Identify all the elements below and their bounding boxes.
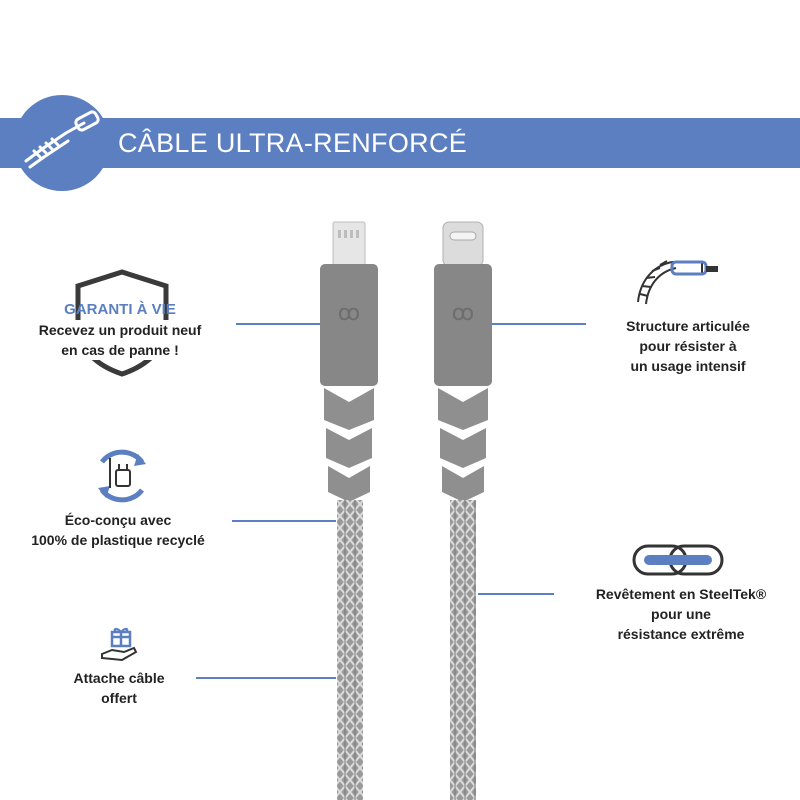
articulated-cable-icon <box>637 260 718 305</box>
leader-line-guarantee <box>236 323 320 325</box>
header-banner: CÂBLE ULTRA-RENFORCÉ <box>0 118 800 168</box>
usb-c-cable: ꝏ <box>434 221 492 800</box>
feature-gift-line-1: Attache câble <box>73 670 165 686</box>
page-title: CÂBLE ULTRA-RENFORCÉ <box>118 128 468 158</box>
lightning-connector <box>332 221 366 267</box>
feature-guarantee-line-2: en cas de panne ! <box>61 340 179 360</box>
recycle-charger-icon <box>98 449 146 503</box>
feature-eco-line-2: 100% de plastique recyclé <box>31 532 205 548</box>
lightning-strain-relief <box>324 388 374 502</box>
leader-line-articulated <box>492 323 586 325</box>
header-badge <box>14 95 110 191</box>
usb-c-braid <box>450 500 476 800</box>
leader-line-gift <box>196 677 336 679</box>
cable-coil-icon <box>24 110 100 169</box>
feature-steeltek-line-3: résistance extrême <box>617 626 745 642</box>
brand-logo-right: ꝏ <box>452 301 474 326</box>
lightning-housing <box>320 264 378 386</box>
feature-articulated-line-2: pour résister à <box>639 338 737 354</box>
feature-articulated-line-3: un usage intensif <box>630 358 746 374</box>
feature-steeltek: Revêtement en SteelTek® pour une résista… <box>568 584 794 644</box>
feature-articulated: Structure articulée pour résister à un u… <box>590 316 786 376</box>
feature-gift: Attache câble offert <box>44 668 194 708</box>
feature-guarantee-line-1: Recevez un produit neuf <box>12 320 228 340</box>
usb-c-connector <box>442 221 484 267</box>
lightning-cable: ꝏ <box>320 221 378 800</box>
feature-steeltek-line-1: Revêtement en SteelTek® <box>595 586 767 602</box>
brand-logo-left: ꝏ <box>338 301 360 326</box>
feature-guarantee-accent: GARANTI À VIE <box>64 301 176 318</box>
feature-gift-line-2: offert <box>101 690 137 706</box>
feature-guarantee: GARANTI À VIE Recevez un produit neuf en… <box>12 300 228 360</box>
chain-link-icon <box>632 544 724 576</box>
usb-c-strain-relief <box>438 388 488 502</box>
feature-eco-line-1: Éco-conçu avec <box>64 512 172 528</box>
feature-eco: Éco-conçu avec 100% de plastique recyclé <box>8 510 228 550</box>
leader-line-eco <box>232 520 336 522</box>
gift-hand-icon <box>101 627 138 662</box>
lightning-braid <box>337 500 363 800</box>
feature-steeltek-line-2: pour une <box>651 606 711 622</box>
leader-line-steeltek <box>478 593 554 595</box>
feature-articulated-line-1: Structure articulée <box>626 318 750 334</box>
usb-c-housing <box>434 264 492 386</box>
